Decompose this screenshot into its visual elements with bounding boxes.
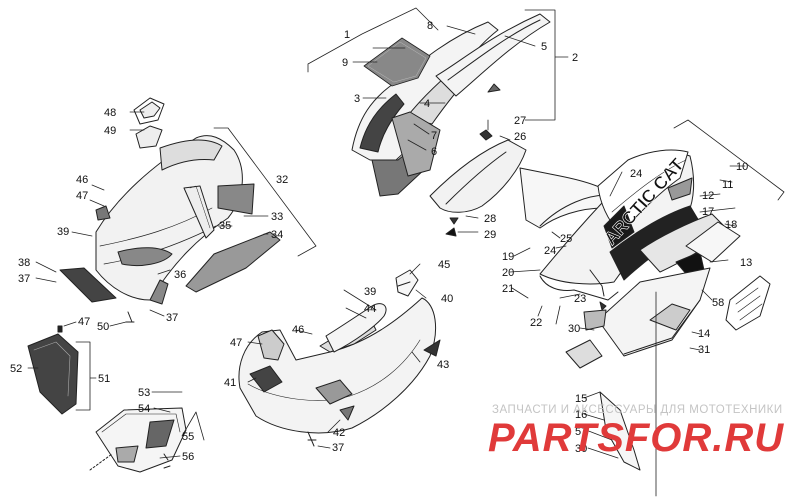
callout-46-left: 46: [76, 174, 88, 186]
side-panel-decal-group: [539, 149, 741, 311]
callout-48: 48: [104, 107, 116, 119]
callout-10: 10: [736, 161, 748, 173]
callout-50: 50: [97, 321, 109, 333]
callout-12: 12: [702, 190, 714, 202]
callout-37-left: 37: [18, 273, 30, 285]
callout-41: 41: [224, 377, 236, 389]
callout-58: 58: [712, 297, 724, 309]
callout-18: 18: [725, 219, 737, 231]
callout-38: 38: [18, 257, 30, 269]
callout-3: 3: [354, 93, 360, 105]
callout-27: 27: [514, 115, 526, 127]
callout-24-lower: 24: [544, 245, 556, 257]
callout-32: 32: [276, 174, 288, 186]
lower-bracket-group: [89, 407, 187, 473]
callout-57: 57: [575, 426, 587, 438]
callout-14: 14: [698, 328, 710, 340]
callout-45: 45: [438, 259, 450, 271]
callout-36: 36: [174, 269, 186, 281]
callout-29: 29: [484, 229, 496, 241]
callout-11: 11: [722, 179, 733, 191]
callout-30-upper: 30: [568, 323, 580, 335]
callout-54: 54: [138, 403, 150, 415]
side-cover-group: [27, 325, 79, 415]
callout-49: 49: [104, 125, 116, 137]
callout-47-bottom: 47: [230, 337, 242, 349]
side-shroud-group: [429, 129, 615, 237]
callout-21: 21: [502, 283, 514, 295]
callout-47-left: 47: [76, 190, 88, 202]
callout-15: 15: [575, 393, 587, 405]
callout-33: 33: [271, 211, 283, 223]
callout-28: 28: [484, 213, 496, 225]
callout-22: 22: [530, 317, 542, 329]
callout-55: 55: [182, 431, 194, 443]
callout-9: 9: [342, 57, 348, 69]
callout-43: 43: [437, 359, 449, 371]
callout-19: 19: [502, 251, 514, 263]
callout-24-upper: 24: [630, 168, 642, 180]
callout-20: 20: [502, 267, 514, 279]
lower-console-group: [238, 269, 441, 447]
callout-31: 31: [698, 344, 710, 356]
callout-16: 16: [575, 409, 587, 421]
watermark-tagline: ЗАПЧАСТИ И АКСЕССУАРЫ ДЛЯ МОТОТЕХНИКИ: [492, 404, 783, 416]
callout-42: 42: [333, 427, 345, 439]
watermark-logo-part2: FOR.RU: [624, 416, 785, 460]
callout-44: 44: [364, 303, 376, 315]
hood-side-panel-group: [351, 13, 551, 197]
callout-1: 1: [344, 29, 350, 41]
callout-25: 25: [560, 233, 572, 245]
lower-guard-group: [565, 267, 771, 471]
callout-17: 17: [702, 206, 714, 218]
callout-51: 51: [98, 373, 110, 385]
callout-8: 8: [427, 20, 433, 32]
callout-34: 34: [271, 229, 283, 241]
callout-labels: 1 2 3 4 5 6 7 8 9 10 11 12 13 14 15 16 1…: [10, 20, 752, 463]
callout-37-mid: 37: [166, 312, 178, 324]
callout-40: 40: [441, 293, 453, 305]
callout-37-bottom: 37: [332, 442, 344, 454]
callout-52: 52: [10, 363, 22, 375]
callout-23: 23: [574, 293, 586, 305]
nose-pan-group: [59, 97, 281, 323]
callout-30-lower: 30: [575, 443, 587, 455]
watermark-logo: PARTSFOR.RU: [488, 416, 784, 461]
callout-5: 5: [541, 41, 547, 53]
callout-4: 4: [424, 98, 430, 110]
watermark-logo-part1: PARTS: [488, 416, 625, 460]
callout-46-bottom: 46: [292, 324, 304, 336]
callout-53: 53: [138, 387, 150, 399]
callout-6: 6: [431, 146, 437, 158]
callout-7: 7: [431, 130, 437, 142]
callout-56: 56: [182, 451, 194, 463]
callout-13: 13: [740, 257, 752, 269]
callout-2: 2: [572, 52, 578, 64]
callout-39-bottom: 39: [364, 286, 376, 298]
callout-26: 26: [514, 131, 526, 143]
callout-39-left: 39: [57, 226, 69, 238]
callout-35: 35: [219, 220, 231, 232]
leader-lines: [27, 7, 785, 497]
callout-47-side: 47: [78, 316, 90, 328]
